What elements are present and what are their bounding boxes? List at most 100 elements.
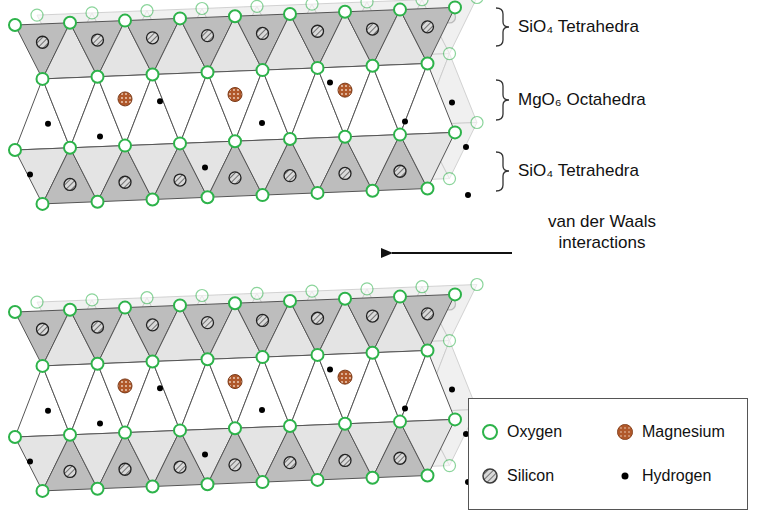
oxygen-atom (422, 470, 434, 482)
silicon-atom (37, 323, 49, 335)
oxygen-atom (147, 356, 159, 368)
polyhedron-face (400, 419, 455, 475)
silicon-atom (174, 174, 186, 186)
swatch-shape (618, 425, 633, 440)
hydrogen-atom (27, 171, 33, 177)
silicon-atom (229, 172, 241, 184)
oxygen-atom (471, 117, 483, 129)
oxygen-atom (202, 353, 214, 365)
oxygen-atom (31, 296, 43, 308)
magnesium-atom (338, 83, 352, 97)
oxygen-atom (251, 0, 263, 12)
oxygen-atom (394, 291, 406, 303)
oxygen-atom (174, 12, 186, 24)
oxygen-atom (312, 62, 324, 74)
oxygen-atom (92, 71, 104, 83)
oxygen-atom (422, 345, 434, 357)
hydrogen-atom (449, 387, 455, 393)
legend-box (468, 398, 748, 510)
silicon-atom (37, 36, 49, 48)
oxygen-atom (449, 288, 461, 300)
oxygen-atom (422, 58, 434, 70)
hydrogen-atom (327, 79, 333, 85)
silicon-atom (422, 21, 434, 33)
oxygen-atom (92, 196, 104, 208)
oxygen-atom (229, 422, 241, 434)
silicon-atom (284, 170, 296, 182)
polyhedron-face (400, 351, 455, 422)
silicon-atom (174, 461, 186, 473)
silicon-atom (119, 176, 131, 188)
oxygen-atom (37, 485, 49, 497)
oxygen-atom (367, 472, 379, 484)
oxygen-atom (9, 431, 21, 443)
oxygen-atom (312, 474, 324, 486)
layer-label: SiO₄ Tetrahedra (518, 16, 639, 37)
legend-swatch (480, 422, 500, 442)
mineral-layers (9, 0, 483, 497)
oxygen-atom (444, 173, 456, 185)
polyhedron-face (400, 132, 455, 188)
silicon-atom (119, 463, 131, 475)
silicon-atom (92, 34, 104, 46)
hydrogen-atom (45, 408, 51, 414)
oxygen-atom (9, 144, 21, 156)
polyhedron-face (400, 294, 455, 350)
oxygen-atom (119, 302, 131, 314)
layer-label: MgO₆ Octahedra (518, 89, 646, 110)
hydrogen-atom (97, 421, 103, 427)
oxygen-atom (257, 351, 269, 363)
oxygen-atom (147, 194, 159, 206)
oxygen-atom (229, 135, 241, 147)
magnesium-atom (338, 370, 352, 384)
oxygen-atom (284, 295, 296, 307)
silicon-atom (147, 32, 159, 44)
oxygen-atom (86, 294, 98, 306)
hydrogen-atom (402, 405, 408, 411)
oxygen-atom (444, 48, 456, 60)
oxygen-atom (339, 293, 351, 305)
interaction-label: van der Waals interactions (522, 211, 682, 253)
oxygen-atom (422, 183, 434, 195)
oxygen-atom (229, 297, 241, 309)
hydrogen-atom (449, 100, 455, 106)
oxygen-atom (339, 131, 351, 143)
oxygen-atom (202, 66, 214, 78)
hydrogen-atom (45, 121, 51, 127)
oxygen-atom (394, 4, 406, 16)
oxygen-atom (444, 335, 456, 347)
oxygen-atom (37, 73, 49, 85)
oxygen-atom (312, 349, 324, 361)
oxygen-atom (449, 126, 461, 138)
silicon-atom (229, 459, 241, 471)
swatch-texture (618, 425, 633, 440)
silicon-atom (422, 308, 434, 320)
hydrogen-atom (157, 385, 163, 391)
silicon-atom (312, 25, 324, 37)
oxygen-atom (367, 60, 379, 72)
oxygen-atom (37, 198, 49, 210)
silicon-atom (394, 452, 406, 464)
front-sheet (9, 288, 461, 497)
oxygen-atom (367, 347, 379, 359)
swatch-shape (622, 473, 629, 480)
hydrogen-atom (259, 407, 265, 413)
oxygen-atom (196, 3, 208, 15)
oxygen-atom (64, 17, 76, 29)
hydrogen-atom (463, 144, 469, 150)
legend-text: Magnesium (642, 421, 725, 442)
oxygen-atom (444, 460, 456, 472)
hydrogen-atom (259, 120, 265, 126)
oxygen-atom (284, 420, 296, 432)
oxygen-atom (174, 137, 186, 149)
oxygen-atom (229, 10, 241, 22)
hydrogen-atom (327, 366, 333, 372)
oxygen-atom (37, 360, 49, 372)
oxygen-atom (147, 69, 159, 81)
oxygen-atom (202, 478, 214, 490)
silicon-atom (202, 317, 214, 329)
oxygen-atom (367, 185, 379, 197)
oxygen-atom (31, 9, 43, 21)
oxygen-atom (119, 15, 131, 27)
magnesium-atom (118, 379, 132, 393)
